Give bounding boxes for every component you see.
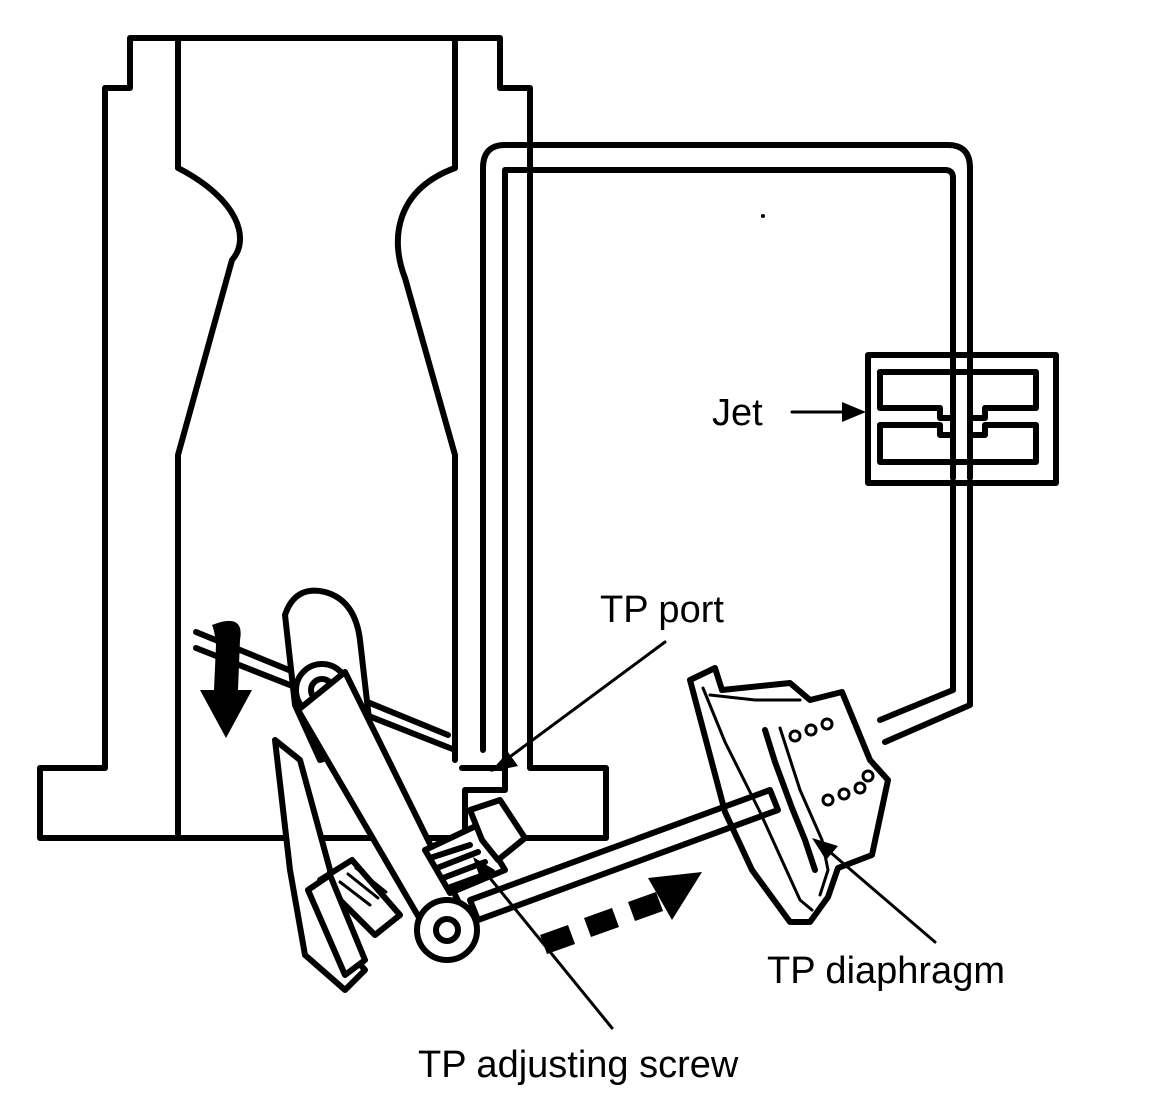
push-rod xyxy=(467,787,781,923)
tp-adjusting-screw-label: TP adjusting screw xyxy=(418,1044,739,1086)
bypass-passage xyxy=(480,142,973,753)
carburetor-body xyxy=(37,35,609,841)
throttle-rotation-arrow-icon xyxy=(200,620,252,738)
venturi-left-wall xyxy=(175,37,243,841)
tp-port-label: TP port xyxy=(600,589,724,631)
tp-adjusting-screw-leader-arrow-icon xyxy=(473,857,614,1030)
venturi-right-wall xyxy=(394,37,458,763)
tp-port-nozzle xyxy=(459,765,508,841)
tp-diaphragm-housing-inner xyxy=(701,686,814,912)
spring-coil-icon xyxy=(788,717,875,807)
tp-diaphragm xyxy=(762,727,818,873)
movement-direction-arrow-icon xyxy=(540,872,702,954)
jet-leader-arrow-icon xyxy=(790,402,866,422)
jet-to-diaphragm-passage xyxy=(877,475,973,745)
stop-lever xyxy=(272,737,368,993)
tp-diaphragm-leader-arrow-icon xyxy=(812,838,937,944)
tp-diaphragm-label: TP diaphragm xyxy=(767,950,1005,992)
jet-label: Jet xyxy=(712,392,763,434)
jet-block xyxy=(865,352,1059,486)
tp-port-leader-arrow-icon xyxy=(490,640,667,772)
tp-diaphragm-housing xyxy=(687,665,891,925)
print-speck xyxy=(761,214,765,218)
bypass-passage-inner xyxy=(502,167,956,763)
stop-screw-head xyxy=(305,872,368,978)
tp-adjusting-screw xyxy=(422,797,528,896)
